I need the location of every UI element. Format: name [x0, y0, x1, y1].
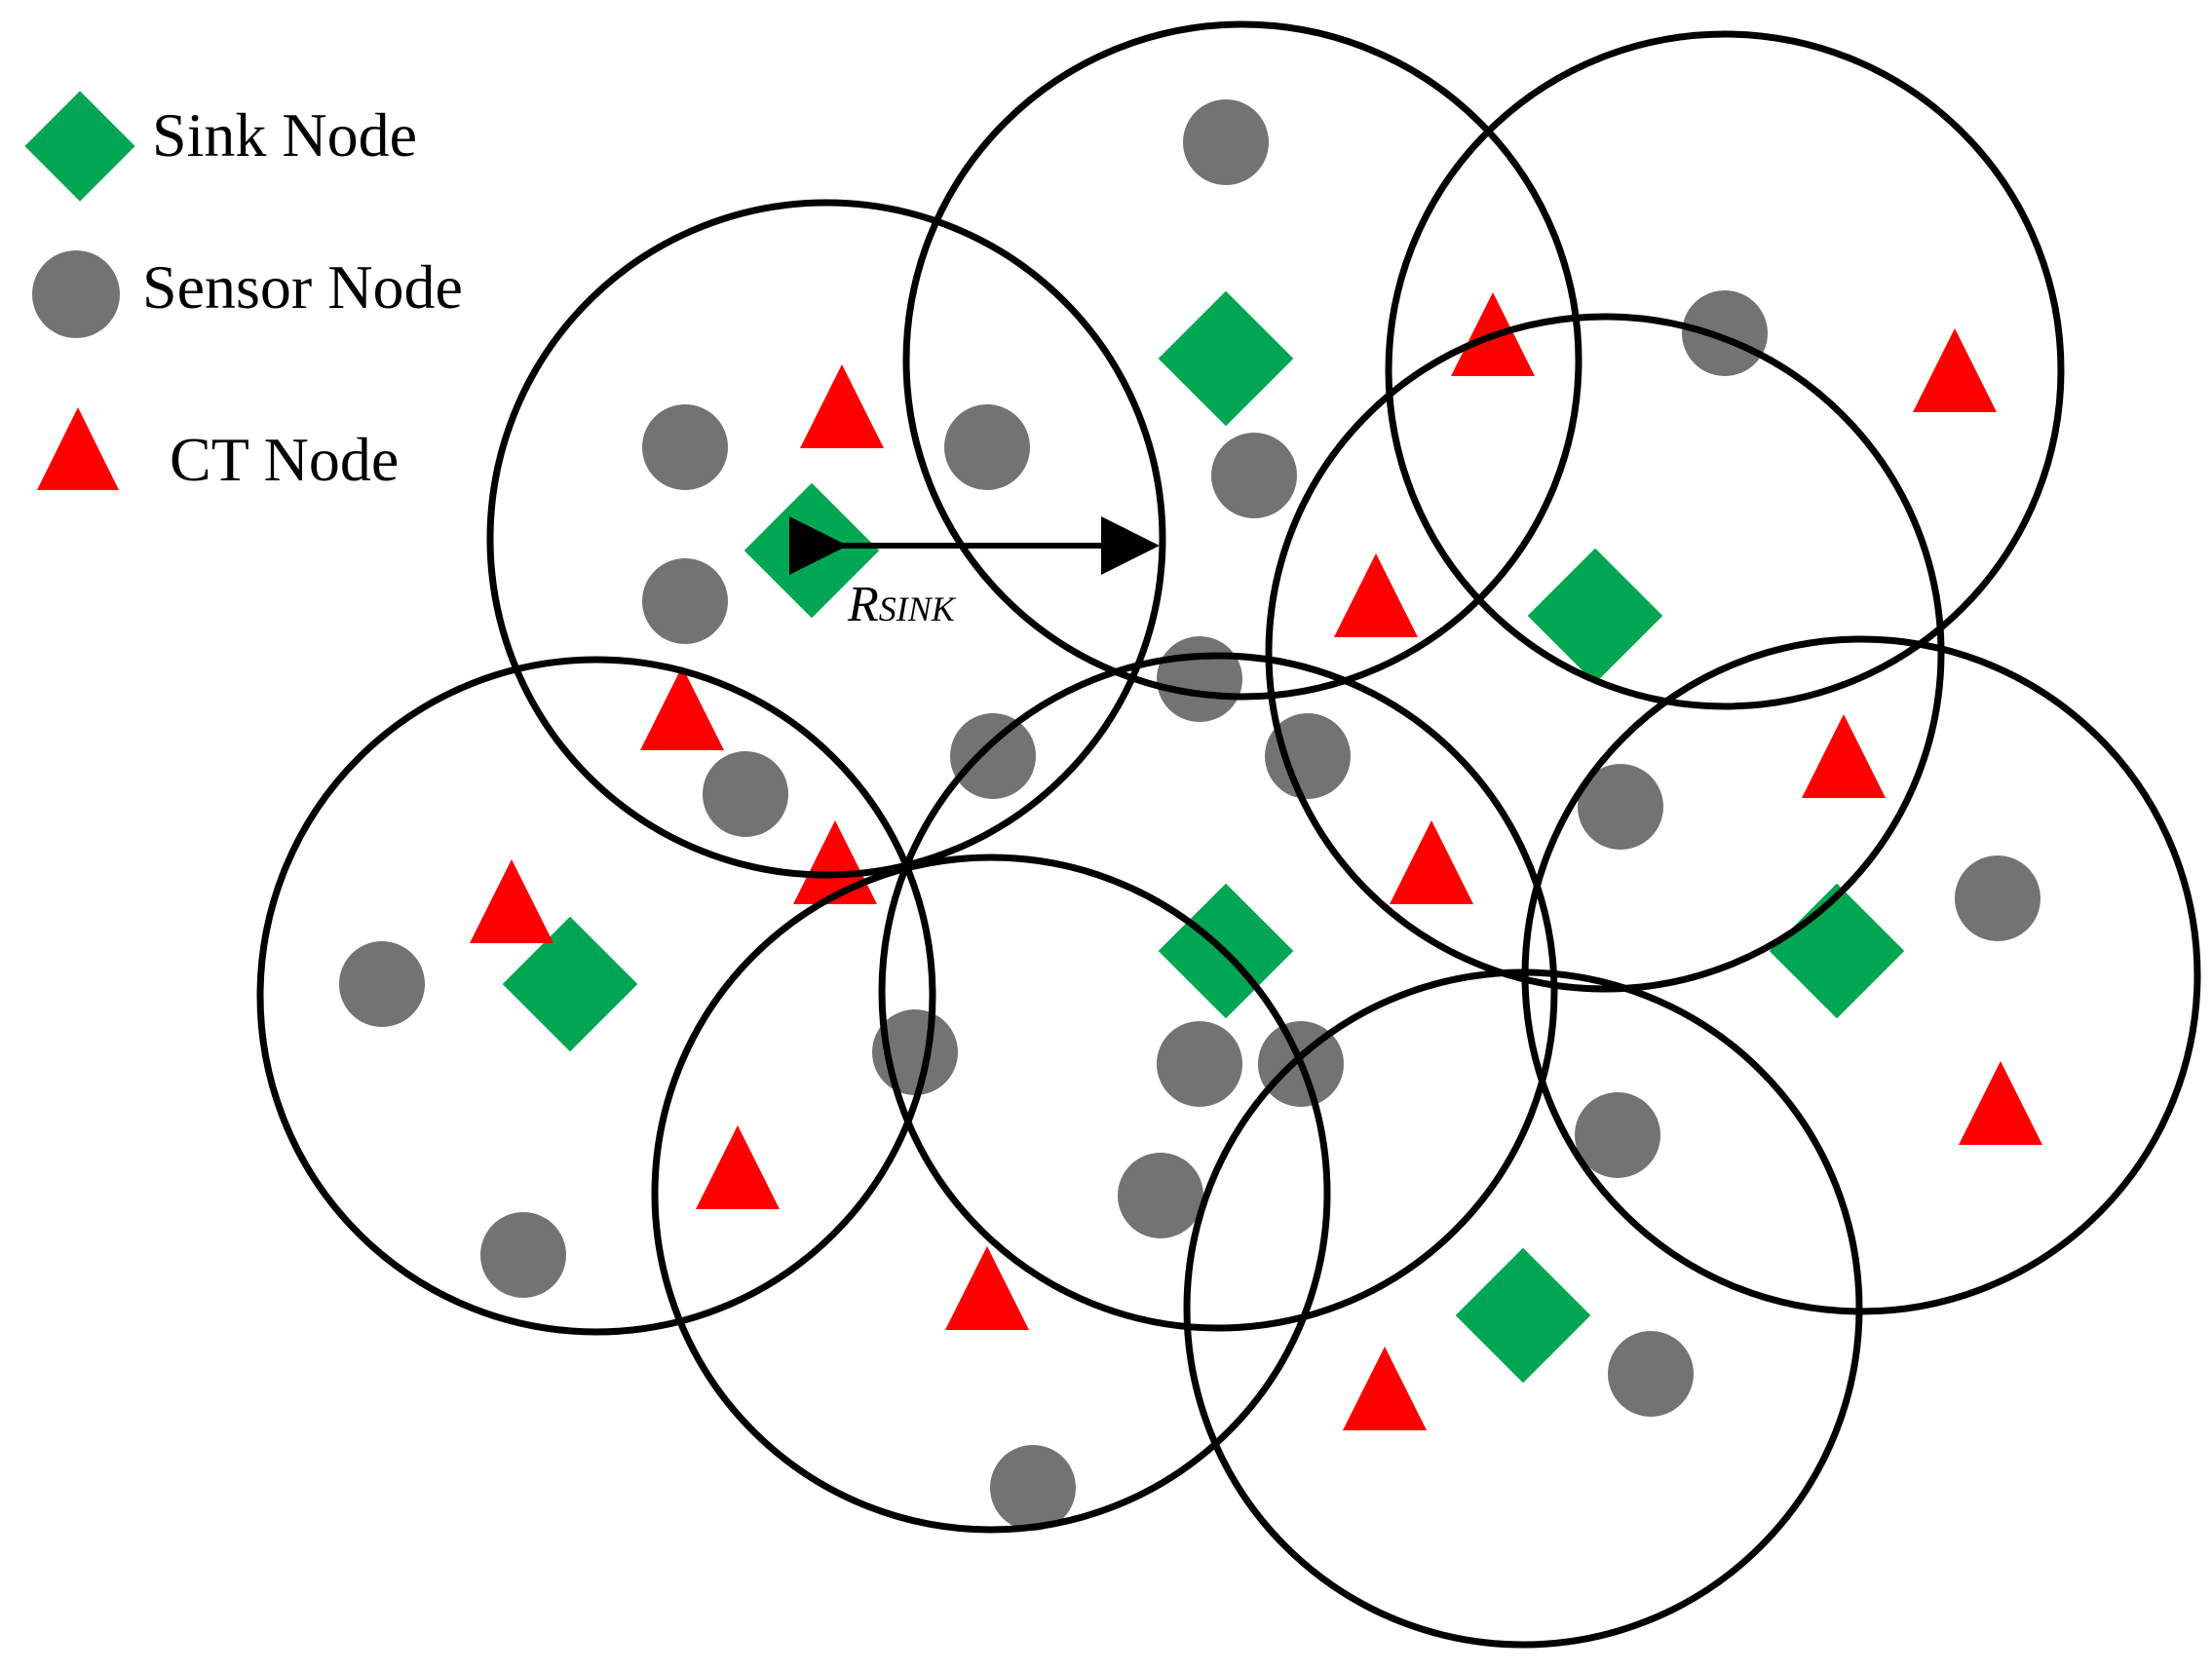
- ct-nodes: [470, 292, 2042, 1430]
- ct-node: [1334, 553, 1418, 637]
- ct-node: [640, 666, 724, 750]
- sink-node: [1769, 883, 1905, 1019]
- sensor-node: [1183, 99, 1269, 185]
- sensor-node: [1118, 1153, 1203, 1238]
- sensor-node: [703, 751, 788, 837]
- ct-node: [470, 859, 553, 943]
- sensor-node: [1211, 433, 1297, 518]
- radius-label: RSINK: [847, 577, 957, 632]
- cluster-range-circles: [256, 20, 2201, 1649]
- cluster-range-circle: [486, 199, 1166, 879]
- ct-node: [696, 1125, 780, 1209]
- sensor-node: [1157, 636, 1242, 722]
- radius-label-sub: SINK: [879, 589, 957, 628]
- sensor-node: [1157, 1021, 1242, 1107]
- sink-node: [1455, 1247, 1591, 1384]
- sensor-node: [1578, 764, 1663, 850]
- legend-ct-label: CT Node: [170, 425, 399, 494]
- legend-sensor-label: Sensor Node: [142, 252, 463, 322]
- sensor-node: [642, 558, 728, 644]
- ct-node: [793, 820, 877, 904]
- sensor-node: [990, 1445, 1076, 1531]
- ct-node: [1343, 1347, 1427, 1430]
- sensor-node: [642, 404, 728, 490]
- sink-node: [1158, 290, 1294, 427]
- legend-item-ct: CT Node: [37, 407, 399, 494]
- cluster-range-circle: [878, 652, 1558, 1332]
- sensor-node: [339, 941, 425, 1027]
- sensor-node: [1682, 290, 1768, 376]
- cluster-range-circle: [1385, 30, 2065, 710]
- legend-item-sink: Sink Node: [24, 91, 417, 202]
- sink-node-legend-icon: [24, 91, 135, 202]
- legend-sink-label: Sink Node: [152, 100, 417, 170]
- sensor-node-legend-icon: [32, 250, 120, 338]
- legend-item-sensor: Sensor Node: [32, 250, 463, 338]
- sensor-node: [1608, 1331, 1694, 1417]
- cluster-range-circle: [902, 20, 1583, 701]
- radius-label-main: R: [847, 577, 879, 632]
- sensor-node: [944, 404, 1030, 490]
- sensor-node: [1575, 1092, 1660, 1178]
- legend: Sink Node Sensor Node CT Node: [24, 91, 463, 494]
- cluster-range-circle: [651, 854, 1331, 1534]
- ct-node: [1802, 714, 1886, 798]
- sink-node: [1527, 548, 1663, 684]
- sensor-node: [1265, 713, 1351, 799]
- ct-node: [1959, 1061, 2042, 1145]
- ct-node: [1913, 328, 1997, 412]
- sensor-node: [480, 1212, 566, 1298]
- sensor-node: [1955, 855, 2040, 941]
- sensor-node: [950, 713, 1036, 799]
- ct-node: [945, 1246, 1029, 1330]
- ct-node: [1390, 820, 1473, 904]
- radius-annotation: RSINK: [789, 516, 1160, 632]
- ct-node: [800, 364, 884, 448]
- cluster-range-circle: [1265, 313, 1945, 993]
- cluster-range-circle: [1183, 968, 1863, 1649]
- cluster-range-circle: [256, 656, 936, 1336]
- ct-node-legend-icon: [37, 407, 119, 490]
